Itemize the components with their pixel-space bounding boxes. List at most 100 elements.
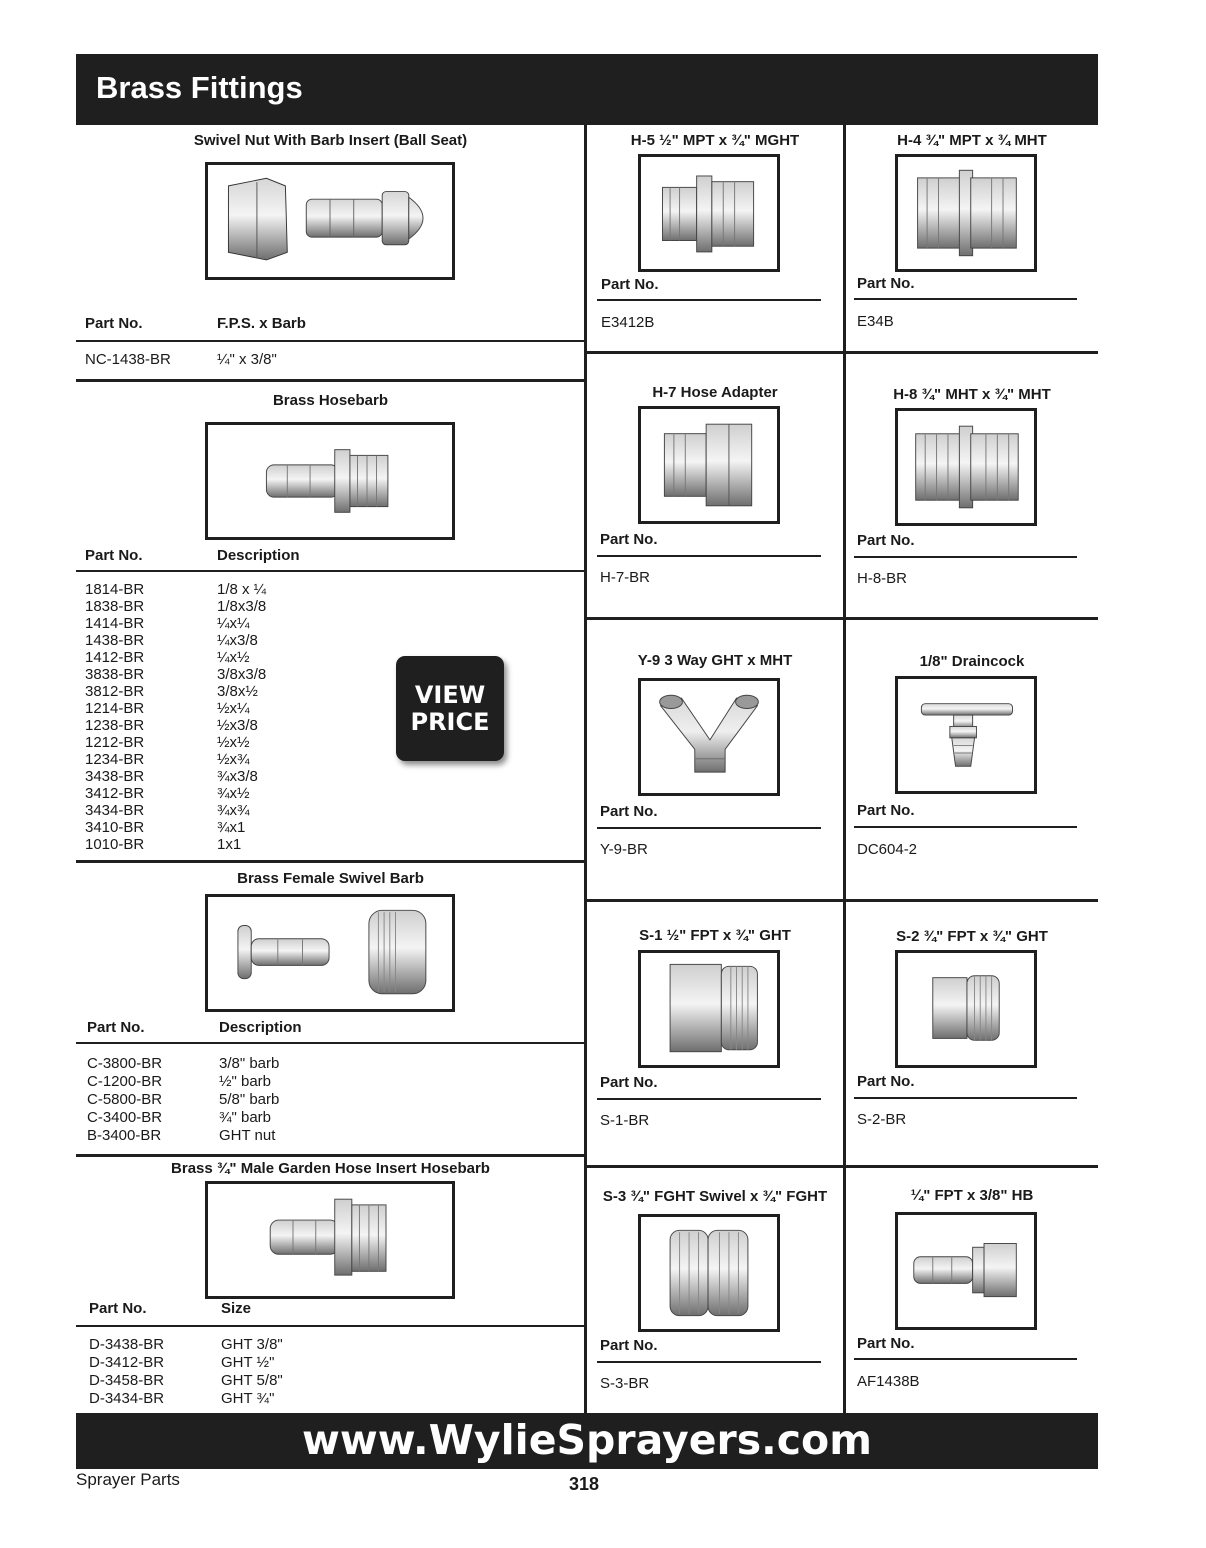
part-number: E3412B	[601, 314, 655, 331]
part-description: 5/8" barb	[219, 1091, 280, 1108]
rule	[76, 1042, 585, 1044]
product-image	[638, 950, 780, 1068]
part-description: ¼x3/8	[217, 632, 258, 649]
product-image	[895, 950, 1037, 1068]
product-image	[638, 1214, 780, 1332]
desc-list: 1/8 x ¼ 1/8x3/8 ¼x¼ ¼x3/8 ¼x½ 3/8x3/8 3/…	[217, 581, 266, 853]
divider-left	[584, 125, 587, 1413]
product-title: S-2 ¾" FPT x ¾" GHT	[896, 928, 1048, 945]
section-title: Brass Female Swivel Barb	[237, 870, 424, 887]
part-description: ¾x½	[217, 785, 250, 802]
part-list: 1814-BR 1838-BR 1414-BR 1438-BR 1412-BR …	[85, 581, 144, 853]
product-image	[638, 406, 780, 524]
rule	[76, 340, 585, 342]
part-description: ¾x3/8	[217, 768, 258, 785]
part-number: 1214-BR	[85, 700, 145, 717]
product-image	[638, 678, 780, 796]
col-header-part: Part No.	[85, 547, 143, 564]
part-number: 1814-BR	[85, 581, 145, 598]
part-number: 1010-BR	[85, 836, 145, 853]
part-number: D-3434-BR	[89, 1390, 165, 1407]
divider	[587, 351, 1098, 354]
part-list: D-3438-BR D-3412-BR D-3458-BR D-3434-BR	[89, 1336, 164, 1408]
product-title: H-5 ½" MPT x ¾" MGHT	[630, 132, 800, 149]
part-number: Y-9-BR	[600, 841, 648, 858]
part-description: 1x1	[217, 836, 242, 853]
divider	[76, 379, 585, 382]
col-header-desc: Size	[221, 1300, 252, 1317]
part-no-label: Part No.	[857, 532, 915, 549]
part-number: H-7-BR	[600, 569, 651, 586]
part-number: 3838-BR	[85, 666, 145, 683]
part-number: 1412-BR	[85, 649, 145, 666]
divider	[587, 617, 1098, 620]
divider	[587, 1165, 1098, 1168]
part-no-label: Part No.	[600, 1337, 658, 1354]
part-number: NC-1438-BR	[85, 351, 171, 368]
page-title: Brass Fittings	[96, 70, 303, 105]
part-number: S-2-BR	[857, 1111, 907, 1128]
part-no-label: Part No.	[857, 275, 915, 292]
part-number: 3812-BR	[85, 683, 145, 700]
part-number: 1212-BR	[85, 734, 145, 751]
part-list: C-3800-BR C-1200-BR C-5800-BR C-3400-BR …	[87, 1055, 162, 1145]
part-description: ½x¾	[217, 751, 250, 768]
product-title: H-8 ¾" MHT x ¾" MHT	[893, 386, 1051, 403]
part-description: 1/8x3/8	[217, 598, 267, 615]
rule	[597, 1361, 821, 1363]
product-title: S-3 ¾" FGHT Swivel x ¾" FGHT	[602, 1188, 828, 1205]
col-header-part: Part No.	[87, 1019, 145, 1036]
part-number: D-3458-BR	[89, 1372, 165, 1389]
desc-list: 3/8" barb ½" barb 5/8" barb ¾" barb GHT …	[219, 1055, 279, 1145]
part-number: S-1-BR	[600, 1112, 650, 1129]
section-name: Sprayer Parts	[76, 1470, 180, 1489]
product-image	[205, 422, 455, 540]
product-title: Y-9 3 Way GHT x MHT	[637, 652, 793, 669]
rule	[854, 1097, 1077, 1099]
view-price-button[interactable]: VIEW PRICE	[396, 656, 504, 761]
part-description: ¼" x 3/8"	[217, 351, 277, 368]
part-number: C-1200-BR	[87, 1073, 163, 1090]
part-description: 3/8x½	[217, 683, 258, 700]
part-number: C-3400-BR	[87, 1109, 163, 1126]
header-bar	[76, 54, 1098, 125]
part-no-label: Part No.	[857, 1335, 915, 1352]
part-number: H-8-BR	[857, 570, 908, 587]
part-description: ¾x1	[217, 819, 246, 836]
part-description: GHT ¾"	[221, 1390, 275, 1407]
part-description: GHT 5/8"	[221, 1372, 283, 1389]
product-image	[205, 894, 455, 1012]
product-image	[895, 154, 1037, 272]
part-no-label: Part No.	[600, 1074, 658, 1091]
rule	[76, 570, 585, 572]
col-header-part: Part No.	[85, 315, 143, 332]
part-number: E34B	[857, 313, 894, 330]
part-description: GHT nut	[219, 1127, 276, 1144]
part-description: 1/8 x ¼	[217, 581, 267, 598]
part-description: GHT 3/8"	[221, 1336, 283, 1353]
desc-list: GHT 3/8" GHT ½" GHT 5/8" GHT ¾"	[221, 1336, 283, 1408]
rule	[854, 556, 1077, 558]
part-description: GHT ½"	[221, 1354, 275, 1371]
part-number: S-3-BR	[600, 1375, 650, 1392]
part-description: ¾x¾	[217, 802, 250, 819]
website-link[interactable]: www.WylieSprayers.com	[302, 1416, 872, 1464]
part-number: DC604-2	[857, 841, 918, 858]
product-title: H-7 Hose Adapter	[652, 384, 778, 401]
divider	[76, 860, 585, 863]
part-description: ½" barb	[219, 1073, 272, 1090]
part-number: C-5800-BR	[87, 1091, 163, 1108]
rule	[597, 1098, 821, 1100]
part-description: 3/8" barb	[219, 1055, 280, 1072]
part-no-label: Part No.	[600, 803, 658, 820]
page-number: 318	[569, 1474, 600, 1494]
divider	[587, 899, 1098, 902]
part-no-label: Part No.	[857, 802, 915, 819]
part-number: 3434-BR	[85, 802, 145, 819]
part-description: ¼x¼	[217, 615, 250, 632]
col-header-desc: Description	[217, 547, 300, 564]
part-number: D-3438-BR	[89, 1336, 165, 1353]
view-price-line1: VIEW	[414, 681, 486, 709]
part-description: ¼x½	[217, 649, 250, 666]
col-header-part: Part No.	[89, 1300, 147, 1317]
